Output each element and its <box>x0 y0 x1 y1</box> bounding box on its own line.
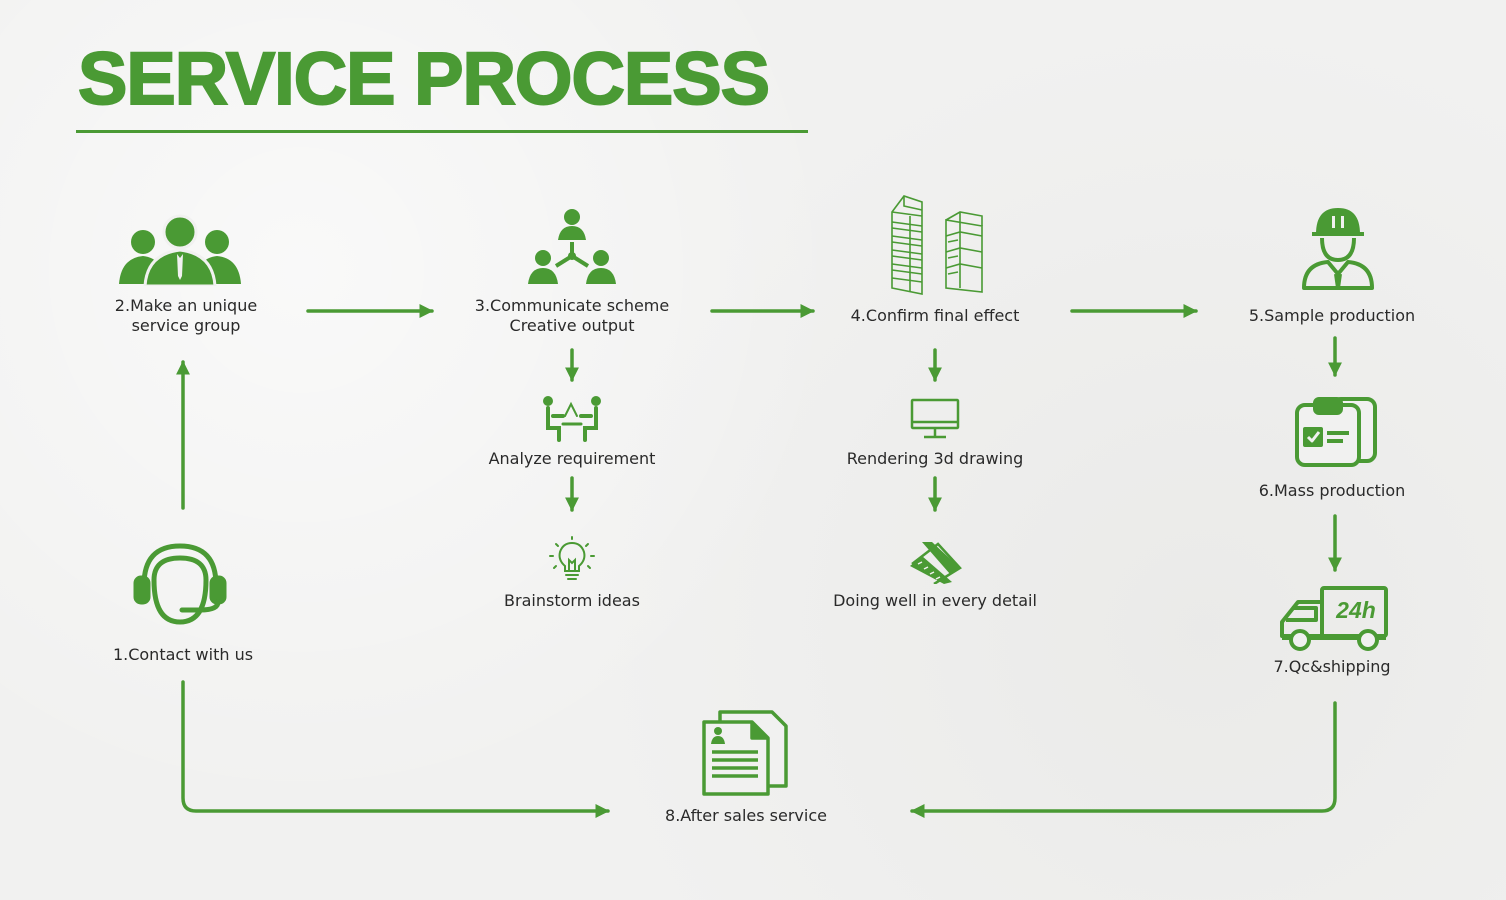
step-8-label: 8.After sales service <box>665 806 827 825</box>
title-underline <box>76 130 808 133</box>
ruler-pencil-icon <box>910 542 962 584</box>
step-2-label-line2: service group <box>131 316 241 335</box>
documents-icon <box>702 710 788 796</box>
clipboard-icon <box>1295 397 1377 467</box>
delivery-truck-icon: 24h <box>1280 586 1388 651</box>
step-3b-label: Brainstorm ideas <box>504 591 640 610</box>
step-1-label: 1.Contact with us <box>112 645 254 664</box>
team-icon <box>119 214 241 286</box>
step-5-label: 5.Sample production <box>1248 306 1416 325</box>
step-4-label: 4.Confirm final effect <box>850 306 1020 325</box>
lightbulb-icon <box>549 536 595 580</box>
step-2-label-line1: 2.Make an unique <box>114 296 258 315</box>
worker-icon <box>1302 208 1374 290</box>
arrow-1-to-8 <box>181 680 610 818</box>
step-7-label: 7.Qc&shipping <box>1273 657 1391 676</box>
page-title: SERVICE PROCESS <box>77 37 771 120</box>
step-6-label: 6.Mass production <box>1258 481 1406 500</box>
step-4b-label: Doing well in every detail <box>833 591 1037 610</box>
step-4a-label: Rendering 3d drawing <box>846 449 1024 468</box>
monitor-icon <box>910 398 960 439</box>
step-3-label-line1: 3.Communicate scheme <box>474 296 670 315</box>
display-rack-icon <box>891 195 983 295</box>
meeting-icon <box>543 396 601 442</box>
network-people-icon <box>528 209 616 284</box>
arrow-7-to-8 <box>910 701 1337 818</box>
headset-icon <box>133 543 227 625</box>
step-3-label-line2: Creative output <box>509 316 635 335</box>
truck-badge: 24h <box>1335 597 1376 623</box>
step-3a-label: Analyze requirement <box>488 449 656 468</box>
